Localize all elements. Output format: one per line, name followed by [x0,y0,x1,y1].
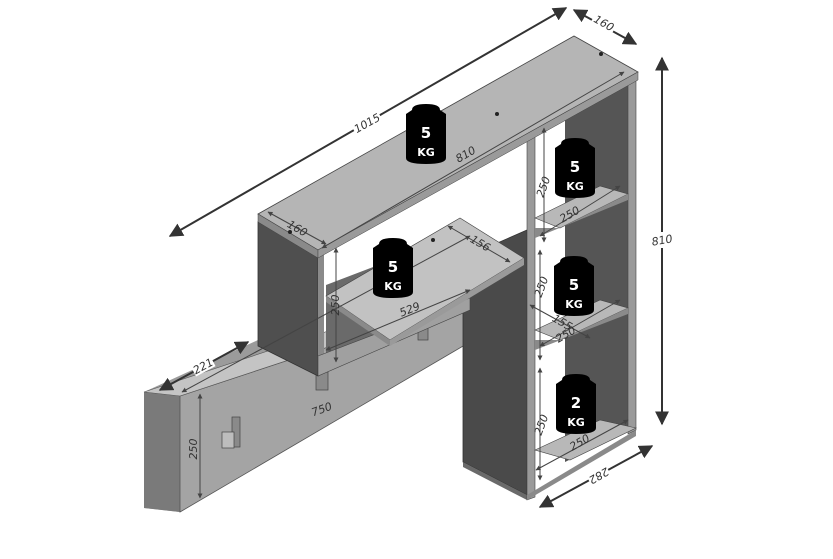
svg-text:KG: KG [566,180,584,193]
svg-text:KG: KG [417,146,435,159]
coat-hook [221,416,241,449]
label-column-base-depth: 282 [586,465,611,487]
label-overall-width: 1015 [352,111,383,136]
label-hook-panel-height: 250 [187,439,200,460]
label-left-box-height: 250 [329,295,342,316]
weight-top: 5 KG [406,104,446,164]
weight-left-shelf: 5 KG [373,238,413,298]
svg-text:5: 5 [421,124,431,142]
svg-text:5: 5 [388,258,398,276]
svg-text:KG: KG [384,280,402,293]
weight-icon [556,374,596,434]
svg-text:KG: KG [565,298,583,311]
label-overall-height: 810 [651,232,674,248]
weight-icon [554,256,594,316]
weight-column-3: 2 KG [556,374,596,434]
weight-icon [373,238,413,298]
svg-text:5: 5 [569,276,579,294]
svg-text:2: 2 [571,394,581,412]
svg-text:5: 5 [570,158,580,176]
weight-column-1: 5 KG [555,138,595,198]
weight-column-2: 5 KG [554,256,594,316]
weight-icon [555,138,595,198]
svg-text:KG: KG [567,416,585,429]
weight-icon [406,104,446,164]
inner-dimension-lines [181,71,629,499]
